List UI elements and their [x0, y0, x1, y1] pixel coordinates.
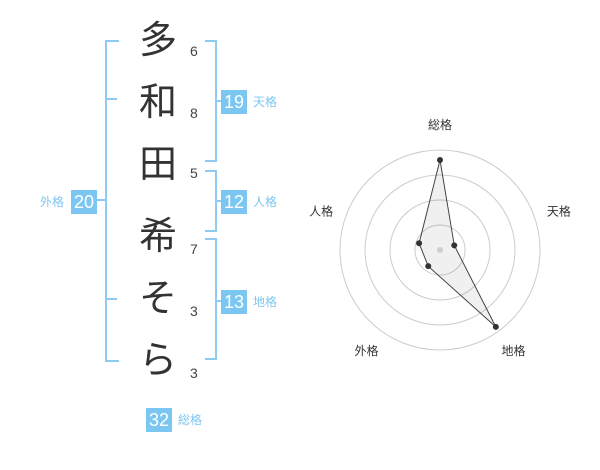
- chikaku-bracket: [205, 238, 217, 360]
- radar-grid-ring: [364, 174, 516, 326]
- name-char-6: ら: [138, 338, 177, 382]
- radar-grid-ring: [389, 199, 491, 301]
- radar-axis-label: 人格: [309, 203, 333, 218]
- name-char-4: 希: [138, 214, 177, 258]
- radar-axis-label: 天格: [547, 203, 571, 218]
- gaikaku-label: 外格: [40, 195, 65, 209]
- tenkaku-value-badge: 19: [221, 90, 247, 114]
- soukaku-label: 総格: [178, 413, 203, 427]
- name-char-5: そ: [138, 276, 177, 320]
- chikaku-connector: [215, 300, 221, 302]
- radar-grid-ring: [339, 149, 541, 351]
- radar-axis-label: 総格: [428, 117, 452, 132]
- radar-grid-ring: [414, 224, 466, 276]
- gaikaku-connector: [96, 199, 106, 201]
- radar-point-3: [492, 323, 499, 330]
- radar-series-area: [418, 159, 497, 328]
- stroke-count-3: 5: [190, 165, 198, 181]
- gaikaku-bracket-tick: [105, 298, 117, 300]
- jinkaku-value-badge: 12: [221, 190, 247, 214]
- gaikaku-value-badge: 20: [71, 190, 97, 214]
- radar-point-4: [425, 263, 432, 270]
- stroke-count-4: 7: [190, 241, 198, 257]
- name-char-3: 田: [138, 142, 177, 186]
- name-char-2: 和: [138, 80, 177, 124]
- chikaku-label: 地格: [253, 295, 278, 309]
- gaikaku-bracket: [105, 40, 119, 362]
- stroke-count-1: 6: [190, 43, 198, 59]
- radar-axis-label: 地格: [501, 343, 525, 358]
- name-char-1: 多: [138, 18, 177, 62]
- stroke-count-2: 8: [190, 105, 198, 121]
- stroke-count-6: 3: [190, 365, 198, 381]
- gaikaku-bracket-tick: [105, 98, 117, 100]
- radar-point-5: [416, 240, 423, 247]
- soukaku-value-badge: 32: [146, 408, 172, 432]
- chikaku-value-badge: 13: [221, 290, 247, 314]
- radar-point-2: [451, 242, 458, 249]
- tenkaku-label: 天格: [253, 95, 278, 109]
- stroke-count-5: 3: [190, 303, 198, 319]
- radar-center-point: [437, 247, 443, 253]
- tenkaku-connector: [215, 100, 221, 102]
- jinkaku-connector: [215, 200, 221, 202]
- radar-axis-label: 外格: [355, 343, 379, 358]
- jinkaku-label: 人格: [253, 195, 278, 209]
- radar-point-1: [437, 157, 443, 163]
